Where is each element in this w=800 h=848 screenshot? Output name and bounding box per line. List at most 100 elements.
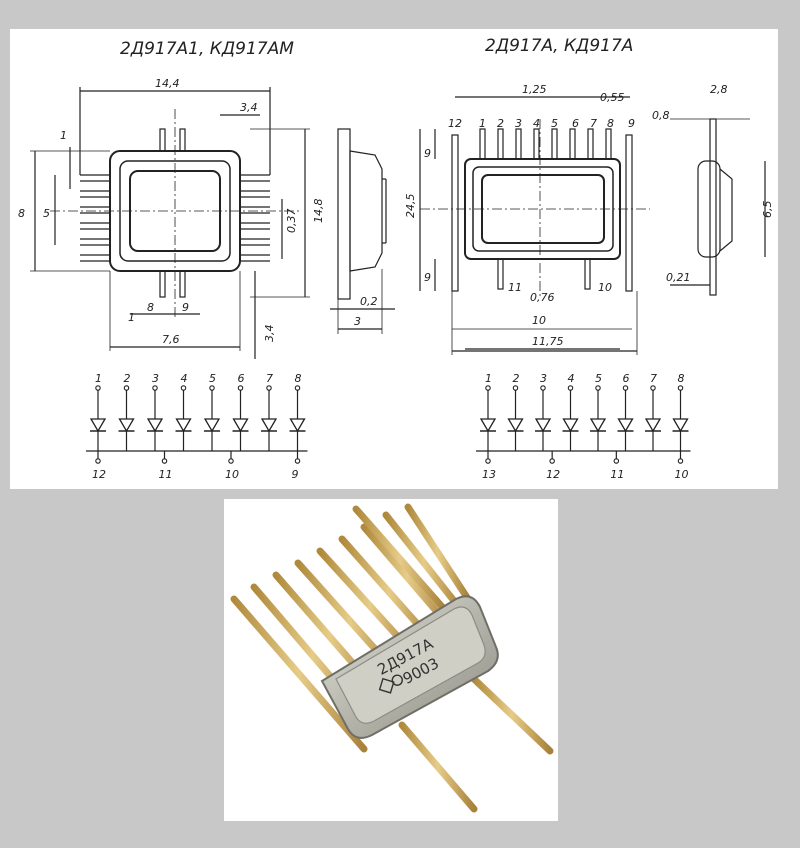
schematic-pin-label: 11 [610,468,624,481]
right-package-pin-numbers: 12 1 2 3 4 5 6 7 8 9 [448,117,635,130]
schematic-pin-label: 6 [623,372,630,385]
left-package-top-view [30,87,310,359]
pin-label: 12 [448,117,462,130]
pin-terminal [95,385,101,391]
dim-5: 5 [43,207,50,220]
pin-label: 9 [628,117,635,130]
pin-terminal [677,458,684,464]
dim-3: 3 [354,315,361,328]
diode-symbol [175,418,192,433]
schematic-pin-label: 12 [546,468,560,481]
pin-terminal [613,458,620,464]
dim-0-2: 0,2 [360,295,378,308]
pin-terminal [294,385,301,391]
pin-terminal [595,385,601,391]
schematic-pin-label: 8 [295,372,302,385]
pin-terminal [209,385,215,391]
diode-symbol [289,418,306,433]
right-top-leads [479,128,612,160]
dim-11-75: 11,75 [532,335,564,348]
right-side-leads [240,174,270,262]
dim-8-bottom: 8 [147,301,154,314]
dim-3-4-top: 3,4 [240,101,258,114]
pin-terminal [266,385,272,391]
schematic-pin-label: 5 [595,372,602,385]
schematic-pin-label: 3 [540,372,547,385]
left-side-leads [80,174,110,262]
dim-10: 10 [532,314,546,327]
diode-symbol [562,418,579,433]
diode-symbol [232,418,249,433]
pin-terminal [228,458,234,464]
schematic-pin-label: 2 [513,372,520,385]
left-title: 2Д917А1, КД917АМ [120,39,294,59]
dim-6-5: 6,5 [761,201,774,219]
dim-2-8: 2,8 [710,83,728,96]
dim-0-76: 0,76 [530,291,555,304]
diode-symbol [203,418,221,433]
pin-terminal [677,385,684,391]
schematic-pin-label: 5 [209,372,216,385]
dim-9-bottom: 9 [424,271,431,284]
schematic-pin-label: 10 [225,468,239,481]
dim-0-55: 0,55 [600,91,625,104]
pin-terminal [567,385,574,391]
pin-terminal [95,458,101,464]
dim-8: 8 [18,207,25,220]
pin-terminal [540,385,546,391]
pin-terminal [650,385,656,391]
pin-label: 2 [497,117,504,130]
pin-label: 1 [479,117,486,130]
dim-7-6: 7,6 [162,333,180,346]
pin-label: 6 [572,117,579,130]
diode-symbol [89,418,107,433]
schematic-pin-label: 11 [159,468,173,481]
dim-3-4-side: 3,4 [263,325,276,343]
dim-0-8: 0,8 [652,109,670,122]
left-package-side-view [330,128,395,334]
pin-terminal [622,385,629,391]
dim-10-pin: 10 [598,281,612,294]
schematic-pin-label: 3 [152,372,159,385]
dim-9-bottom: 9 [182,301,189,314]
dim-1: 1 [60,129,67,142]
dim-0-21: 0,21 [666,271,691,284]
pin-terminal [549,458,555,464]
pin-label: 4 [533,117,540,130]
schematic-pin-label: 1 [485,372,492,385]
right-title: 2Д917А, КД917А [485,36,633,56]
pin-label: 8 [607,117,614,130]
diode-symbol [589,418,607,433]
pin-terminal [294,458,301,464]
component-photo: 2Д917А 9003 [224,499,558,821]
schematic-pin-label: 8 [678,372,685,385]
right-package-side-view [670,118,766,296]
technical-drawing: 2Д917А1, КД917АМ 2Д917А, КД917А [18,36,774,481]
schematic-pin-label: 13 [482,468,496,481]
pin-terminal [123,385,130,391]
schematic-pin-label: 4 [568,372,575,385]
dim-1-25: 1,25 [522,83,547,96]
dim-14-8: 14,8 [312,199,325,224]
pin-terminal [485,385,491,391]
schematic-pin-label: 4 [181,372,188,385]
dim-14-4: 14,4 [155,77,180,90]
pin-terminal [180,385,187,391]
schematic-pin-label: 7 [650,372,657,385]
schematic-pin-label: 9 [292,468,299,481]
schematic-pin-label: 1 [95,372,102,385]
schematic-pin-label: 12 [92,468,106,481]
pin-terminal [152,385,158,391]
diode-symbol [644,418,662,433]
pin-label: 3 [515,117,522,130]
component-photo-illustration: 2Д917А 9003 [230,503,554,813]
schematic-pin-label: 2 [124,372,131,385]
diode-symbol [118,418,135,433]
right-package-top-view [419,96,650,355]
pin-label: 7 [590,117,597,130]
pin-terminal [512,385,519,391]
dim-0-37: 0,37 [285,209,298,234]
pin-terminal [237,385,244,391]
